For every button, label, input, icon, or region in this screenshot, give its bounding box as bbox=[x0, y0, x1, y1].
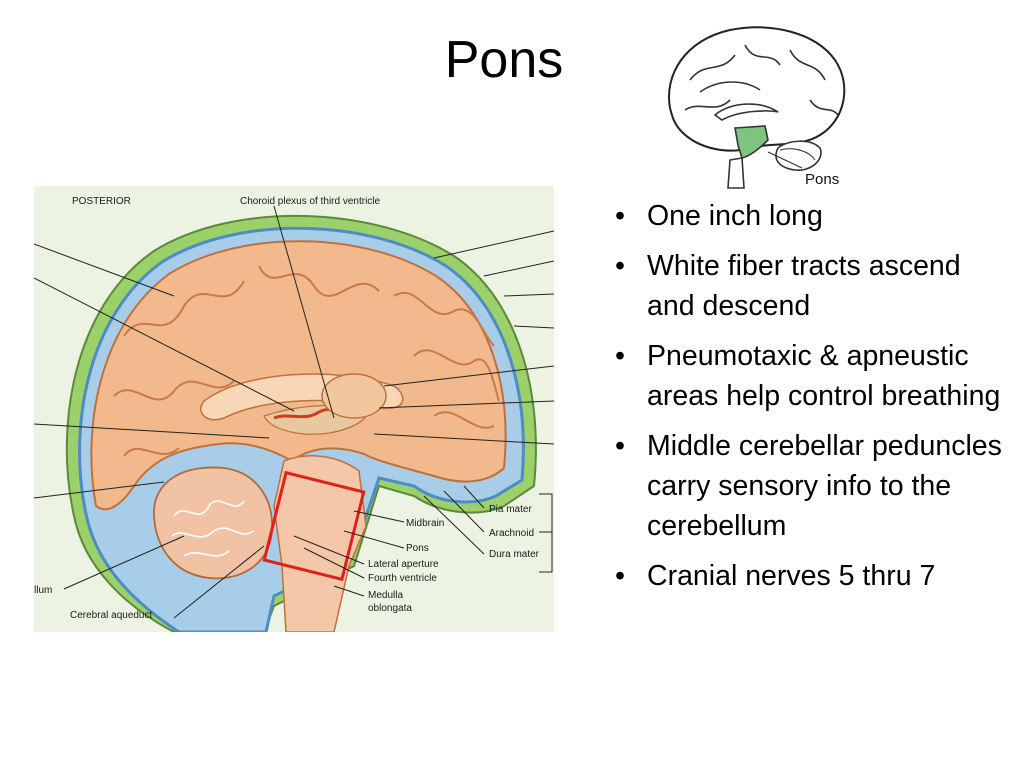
pons-highlight bbox=[734, 125, 769, 159]
label-fourth-ventricle: Fourth ventricle bbox=[368, 573, 437, 584]
label-arachnoid: Arachnoid bbox=[489, 528, 534, 539]
bullet-item: • One inch long bbox=[603, 196, 1013, 236]
pons-highlight-box bbox=[262, 470, 366, 582]
bullet-marker: • bbox=[615, 560, 625, 592]
bullet-text: Middle cerebellar peduncles carry sensor… bbox=[647, 430, 1002, 542]
thumbnail-pons-label: Pons bbox=[805, 171, 839, 188]
bullet-marker: • bbox=[615, 340, 625, 372]
label-midbrain: Midbrain bbox=[406, 518, 444, 529]
bullet-marker: • bbox=[615, 250, 625, 282]
bullet-text: White fiber tracts ascend and descend bbox=[647, 250, 961, 322]
label-posterior: POSTERIOR bbox=[72, 196, 131, 207]
label-cerebellum-partial: llum bbox=[34, 585, 52, 596]
label-lateral-aperture: Lateral aperture bbox=[368, 559, 439, 570]
bullet-text: Pneumotaxic & apneustic areas help contr… bbox=[647, 340, 1001, 412]
brain-thumbnail: Pons bbox=[668, 26, 846, 189]
label-pia-mater: Pia mater bbox=[489, 504, 532, 515]
bullet-marker: • bbox=[615, 430, 625, 462]
bullet-text: One inch long bbox=[647, 200, 823, 232]
brain-sagittal-diagram: POSTERIOR Choroid plexus of third ventri… bbox=[34, 186, 554, 632]
bullet-marker: • bbox=[615, 200, 625, 232]
slide-title: Pons bbox=[444, 31, 564, 89]
bullet-list: • One inch long • White fiber tracts ascen… bbox=[603, 196, 1013, 606]
bullet-item: • Middle cerebellar peduncles carry senso… bbox=[603, 426, 1013, 546]
bullet-text: Cranial nerves 5 thru 7 bbox=[647, 560, 936, 592]
bullet-item: • Pneumotaxic & apneustic areas help cont… bbox=[603, 336, 1013, 416]
label-choroid-plexus: Choroid plexus of third ventricle bbox=[240, 196, 381, 207]
bullet-item: • White fiber tracts ascend and descend bbox=[603, 246, 1013, 326]
label-oblongata: oblongata bbox=[368, 603, 412, 614]
label-dura-mater: Dura mater bbox=[489, 549, 540, 560]
label-cerebral-aqueduct: Cerebral aqueduct bbox=[70, 610, 152, 621]
label-medulla: Medulla bbox=[368, 590, 403, 601]
bullet-item: • Cranial nerves 5 thru 7 bbox=[603, 556, 1013, 596]
label-pons: Pons bbox=[406, 543, 429, 554]
